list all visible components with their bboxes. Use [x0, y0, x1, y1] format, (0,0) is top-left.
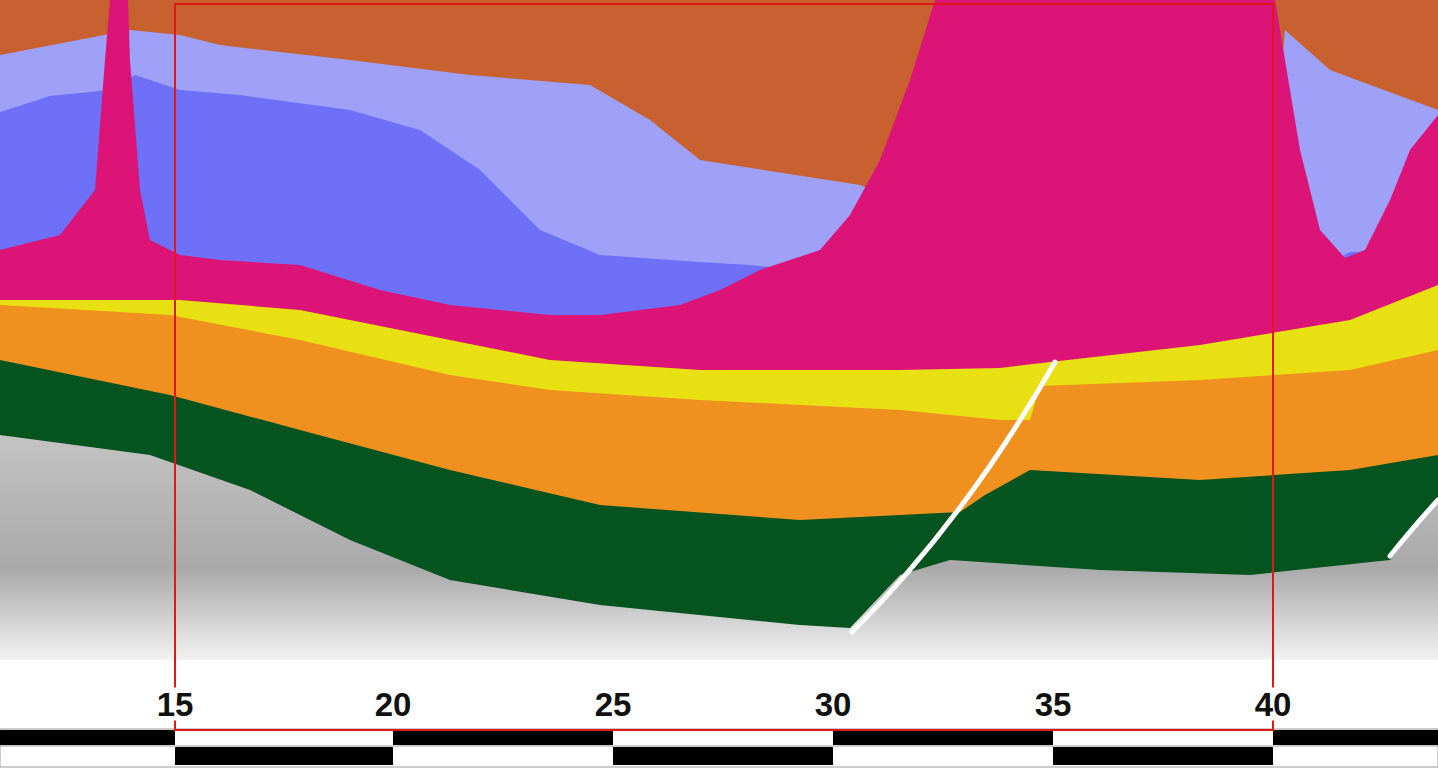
scale-bar: [0, 729, 1438, 767]
scale-number: 35: [1033, 688, 1074, 721]
fault-line: [1390, 500, 1438, 556]
basement-layer: [0, 435, 1438, 660]
fault-line: [852, 362, 1055, 632]
scale-number: 25: [593, 688, 634, 721]
scale-number: 20: [373, 688, 414, 721]
scale-number: 15: [155, 688, 196, 721]
scale-number: 30: [813, 688, 854, 721]
highlight-frame: [175, 4, 1273, 730]
scale-number: 40: [1253, 688, 1294, 721]
